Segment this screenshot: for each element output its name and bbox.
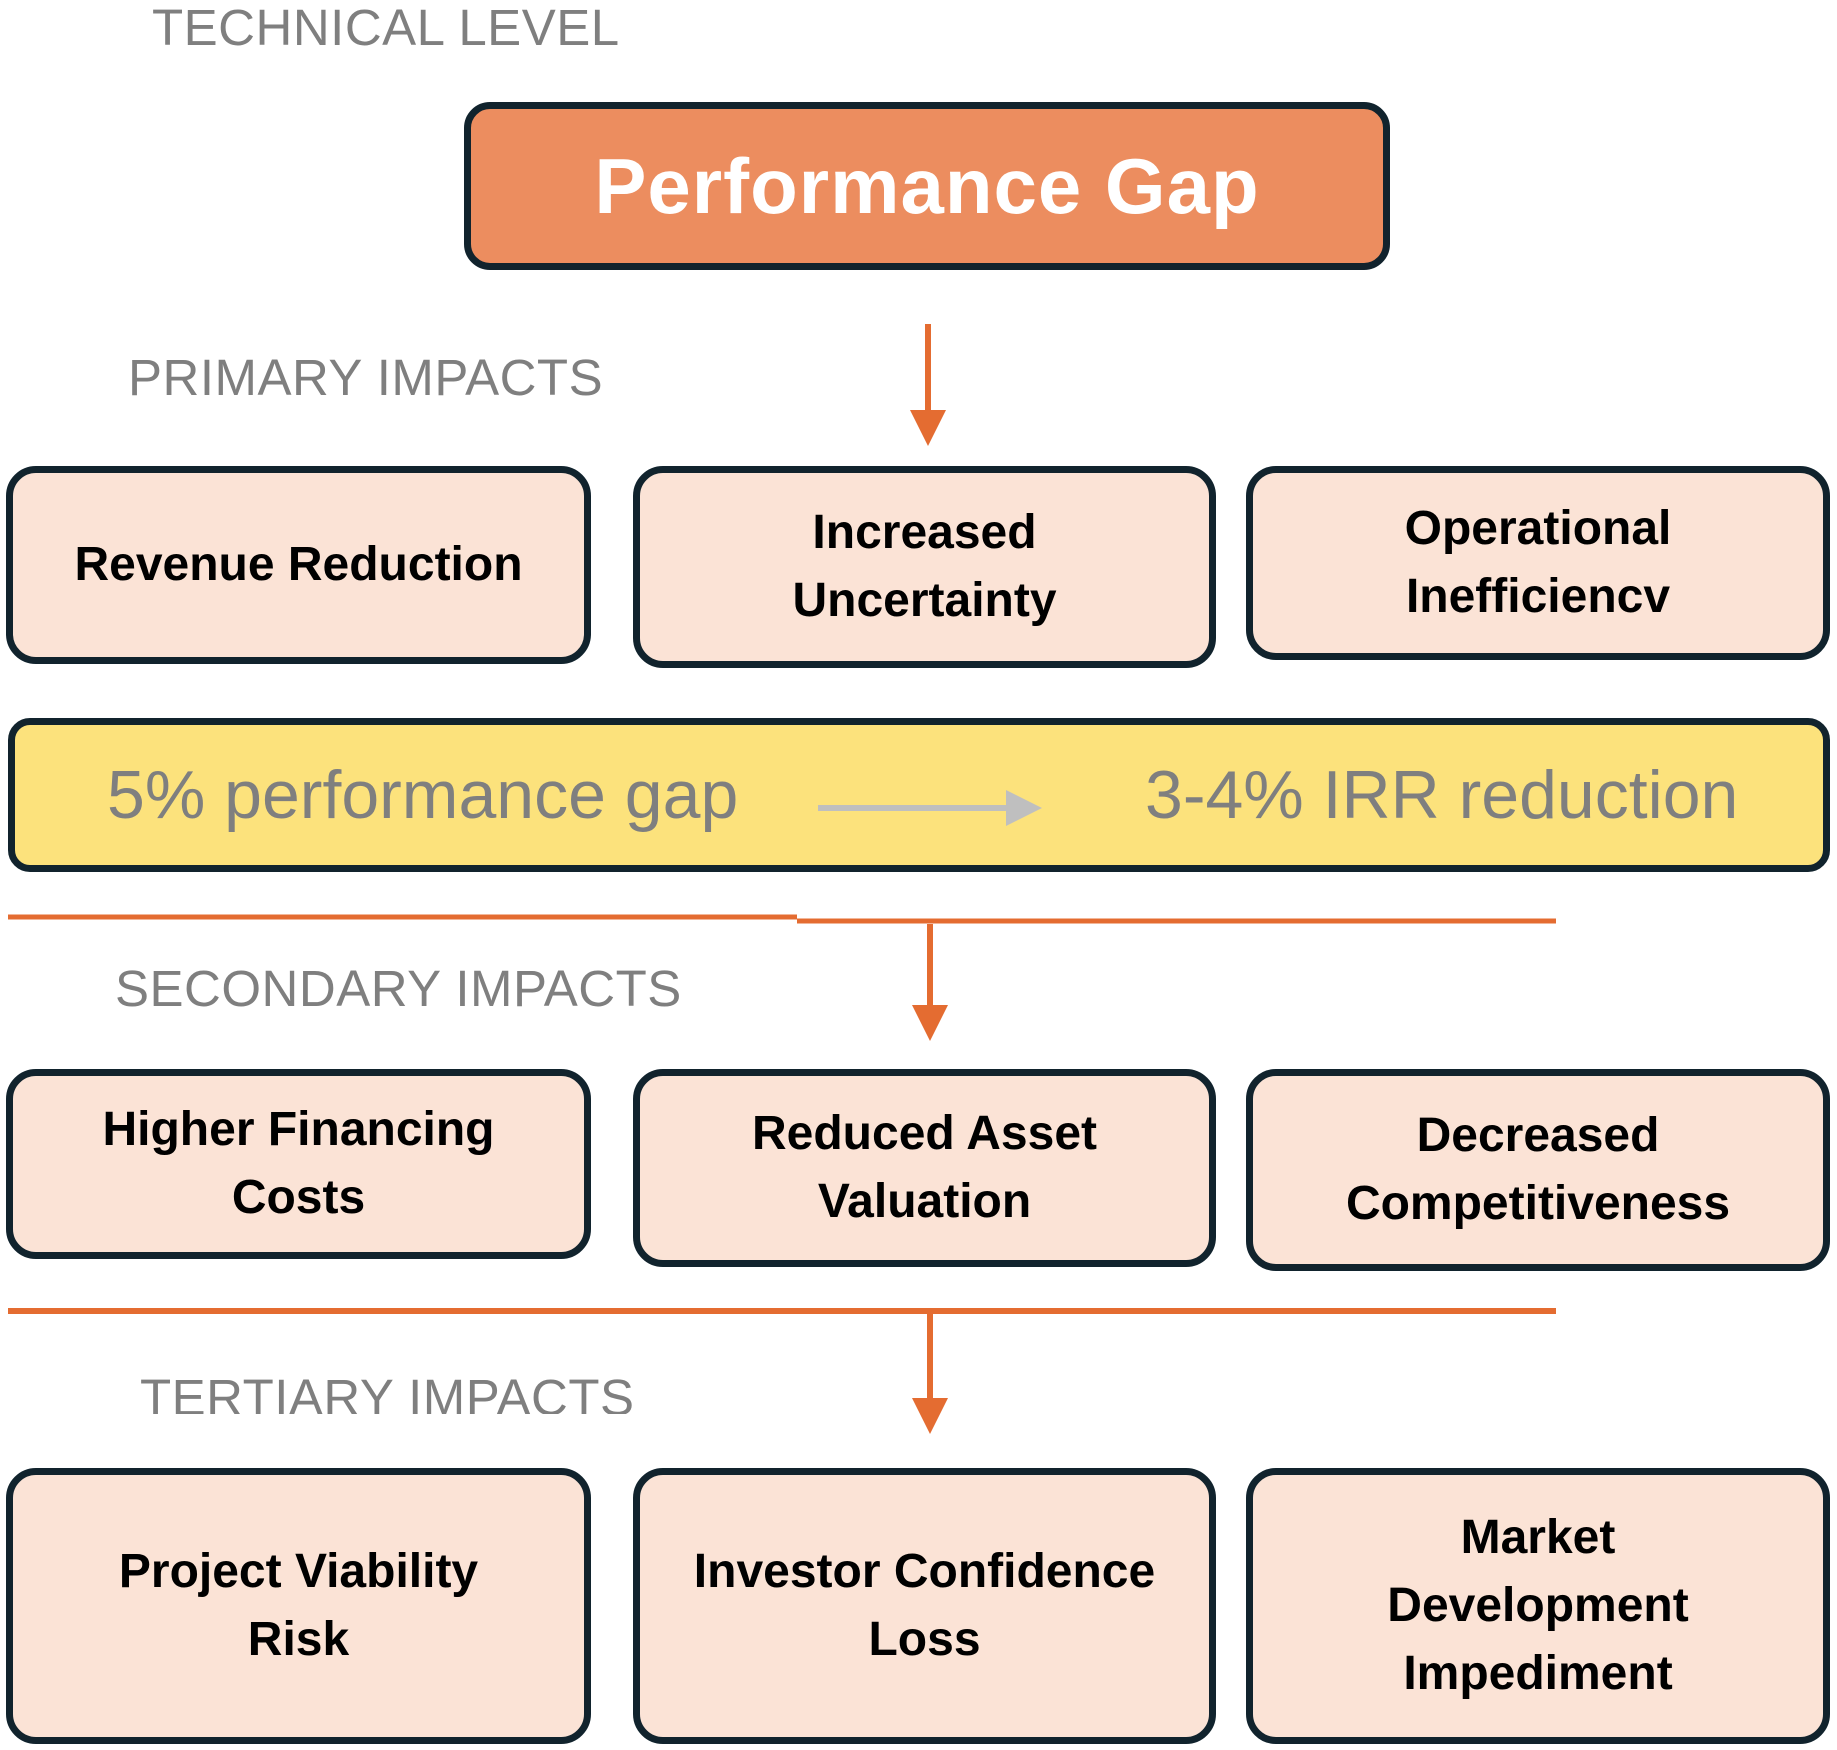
secondary-impact-box-competitiveness: Decreased Competitiveness [1246, 1069, 1830, 1271]
tertiary-impact-box-market: Market Development Impediment [1246, 1468, 1830, 1744]
primary-impact-label: Increased Uncertainty [792, 506, 1057, 627]
primary-impact-box-revenue: Revenue Reduction [6, 466, 591, 664]
technical-level-label: TECHNICAL LEVEL [152, 0, 620, 56]
tertiary-impacts-label: TERTIARY IMPACTS [140, 1372, 635, 1414]
primary-impacts-label: PRIMARY IMPACTS [128, 349, 604, 406]
primary-impact-box-uncertainty: Increased Uncertainty [633, 466, 1216, 668]
secondary-impact-box-financing: Higher Financing Costs [6, 1069, 591, 1259]
tertiary-impact-box-viability: Project Viability Risk [6, 1468, 591, 1744]
irr-banner: 5% performance gap 3-4% IRR reduction [8, 718, 1830, 872]
tertiary-impact-label: Market Development Impediment [1387, 1511, 1689, 1700]
secondary-impact-label: Higher Financing Costs [102, 1103, 495, 1224]
secondary-impacts-label: SECONDARY IMPACTS [115, 960, 682, 1017]
tertiary-impact-label: Project Viability Risk [118, 1545, 479, 1666]
primary-impact-box-inefficiency: Operational Inefficiencv [1246, 466, 1830, 660]
primary-impact-label: Operational Inefficiencv [1404, 502, 1672, 623]
performance-gap-box: Performance Gap [464, 102, 1390, 270]
performance-gap-title: Performance Gap [594, 141, 1260, 230]
tertiary-impact-label: Investor Confidence Loss [693, 1545, 1156, 1666]
secondary-impact-label: Reduced Asset Valuation [752, 1107, 1097, 1228]
secondary-impact-box-valuation: Reduced Asset Valuation [633, 1069, 1216, 1267]
secondary-impact-label: Decreased Competitiveness [1345, 1109, 1731, 1230]
banner-right-text: 3-4% IRR reduction [1145, 757, 1739, 833]
primary-impact-label: Revenue Reduction [74, 538, 523, 591]
tertiary-impact-box-investor: Investor Confidence Loss [633, 1468, 1216, 1744]
banner-left-text: 5% performance gap [107, 757, 739, 833]
